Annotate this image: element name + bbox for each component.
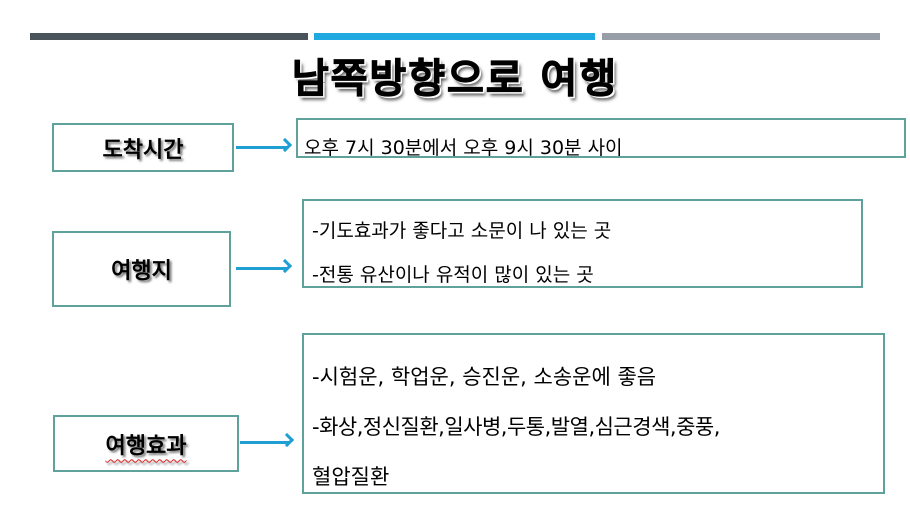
label-text: 여행지 [111, 259, 172, 284]
arrow-icon [236, 146, 288, 149]
content-line: 오후 7시 30분에서 오후 9시 30분 사이 [304, 137, 623, 159]
header-bar-blue [314, 33, 595, 40]
content-box-destination: -기도효과가 좋다고 소문이 나 있는 곳 -전통 유산이나 유적이 많이 있는… [302, 199, 863, 288]
label-travel-effect: 여행효과 [53, 415, 239, 472]
label-arrival-time: 도착시간 [52, 123, 234, 172]
content-line: -화상,정신질환,일사병,두통,발열,심근경색,중풍, [312, 415, 720, 439]
content-box-travel-effect: -시험운, 학업운, 승진운, 소송운에 좋음 -화상,정신질환,일사병,두통,… [302, 333, 885, 494]
header-bar-grey [602, 33, 880, 40]
label-text: 여행효과 [105, 433, 187, 459]
arrow-icon [236, 267, 288, 270]
arrow-icon [240, 441, 290, 444]
content-line: -시험운, 학업운, 승진운, 소송운에 좋음 [312, 365, 657, 389]
content-box-arrival-time: 오후 7시 30분에서 오후 9시 30분 사이 [296, 118, 906, 159]
label-destination: 여행지 [52, 231, 231, 307]
slide-title: 남쪽방향으로 여행 [291, 56, 619, 103]
header-bar-dark [30, 33, 308, 40]
content-line: -전통 유산이나 유적이 많이 있는 곳 [312, 264, 594, 286]
content-line: 혈압질환 [312, 465, 390, 489]
content-line: -기도효과가 좋다고 소문이 나 있는 곳 [312, 220, 612, 242]
label-text: 도착시간 [102, 137, 184, 163]
